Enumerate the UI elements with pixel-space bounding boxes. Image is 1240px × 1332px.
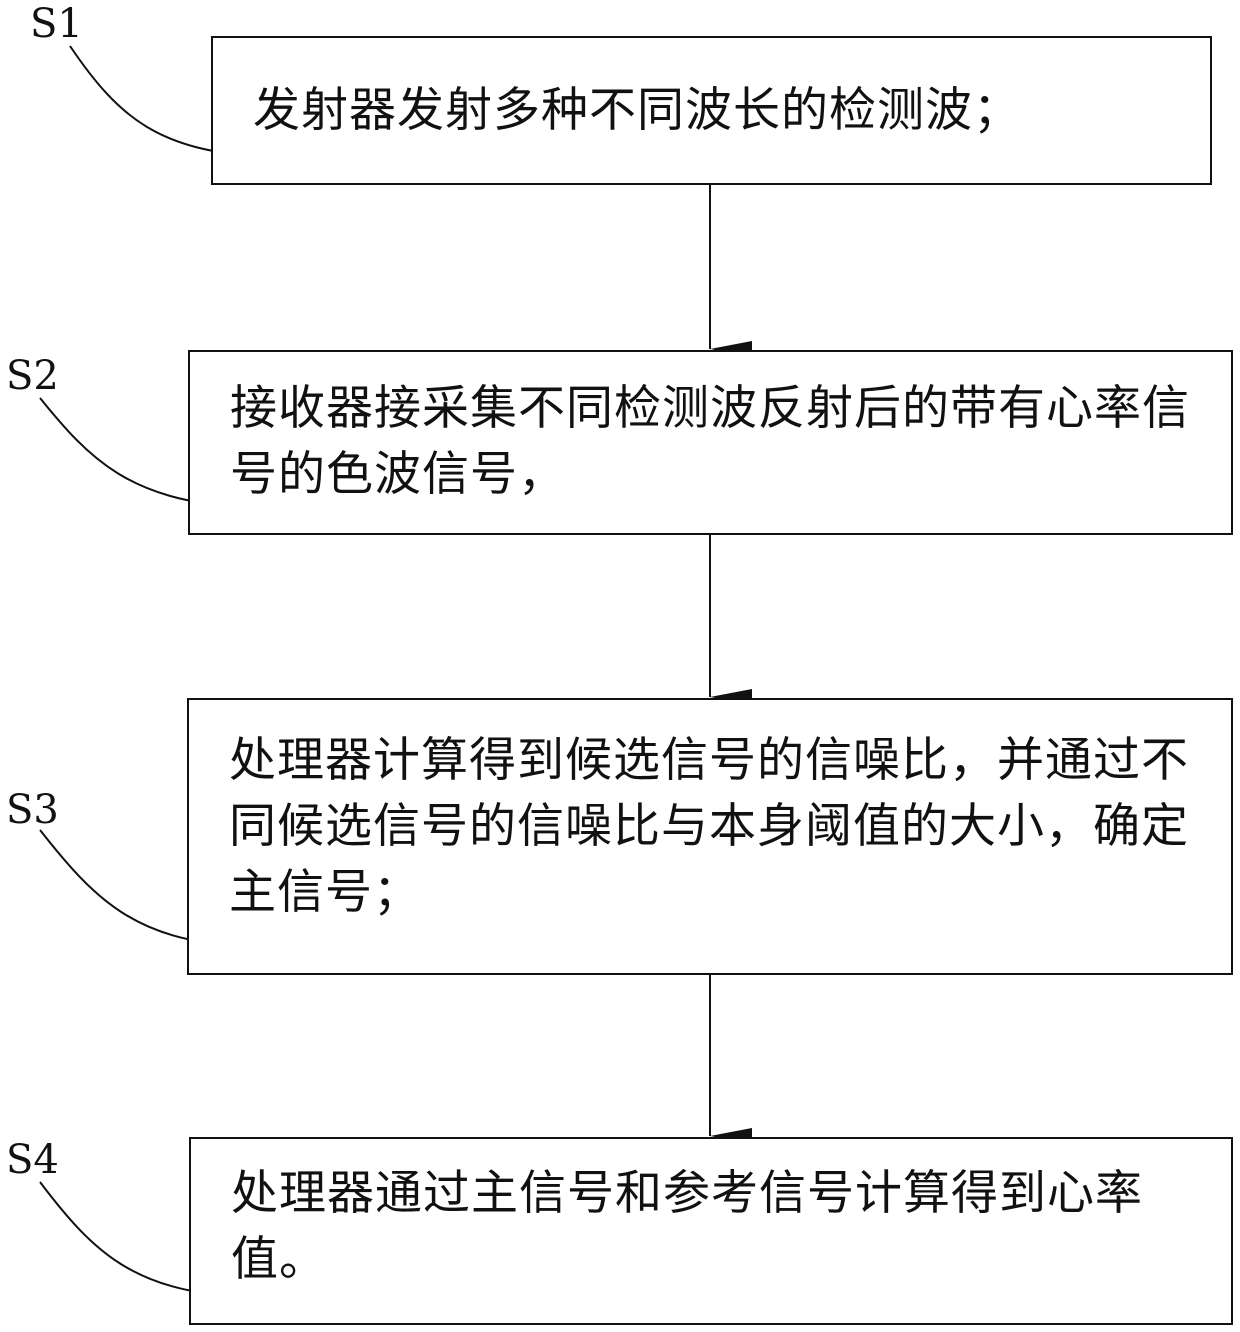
step-box-s1: 发射器发射多种不同波长的检测波； [211, 36, 1212, 185]
step-label-s3: S3 [6, 790, 59, 830]
step-text-s1: 发射器发射多种不同波长的检测波； [253, 78, 1192, 144]
step-label-s1: S1 [30, 4, 83, 44]
step-label-s2: S2 [6, 356, 59, 396]
step-text-s3: 处理器计算得到候选信号的信噪比，并通过不同候选信号的信噪比与本身阈值的大小，确定… [229, 728, 1213, 926]
step-label-s4: S4 [6, 1140, 59, 1180]
step-box-s4: 处理器通过主信号和参考信号计算得到心率值。 [189, 1137, 1233, 1325]
step-text-s4: 处理器通过主信号和参考信号计算得到心率值。 [231, 1161, 1213, 1293]
step-text-s2: 接收器接采集不同检测波反射后的带有心率信号的色波信号， [230, 376, 1213, 508]
step-box-s2: 接收器接采集不同检测波反射后的带有心率信号的色波信号， [188, 350, 1233, 535]
step-box-s3: 处理器计算得到候选信号的信噪比，并通过不同候选信号的信噪比与本身阈值的大小，确定… [187, 698, 1233, 975]
